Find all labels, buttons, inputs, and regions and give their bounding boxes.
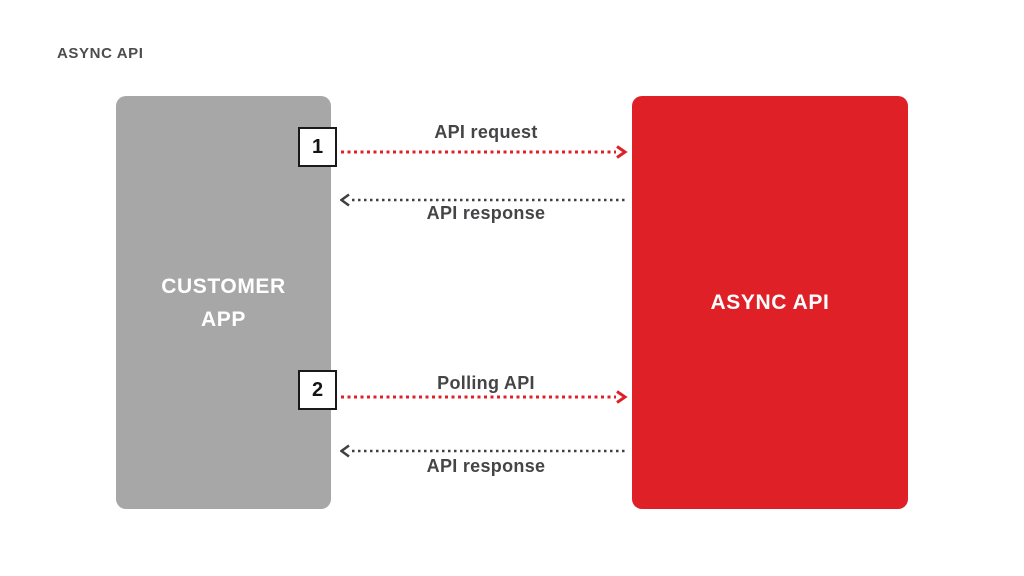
api-response-arrow-left-icon <box>340 193 628 207</box>
api-response-arrow-left-icon-2 <box>340 444 628 458</box>
customer-app-label-line2: APP <box>201 307 246 331</box>
api-response-label-1: API response <box>426 203 546 223</box>
step-2-badge: 2 <box>298 370 337 410</box>
polling-api-arrow-right-icon <box>341 390 628 404</box>
polling-api-label: Polling API <box>437 373 535 393</box>
customer-app-label: CUSTOMER APP <box>161 270 286 336</box>
customer-app-label-line1: CUSTOMER <box>161 274 286 298</box>
diagram-title: ASYNC API <box>57 45 144 62</box>
step-1-badge: 1 <box>298 127 337 167</box>
api-response-label-2: API response <box>426 456 546 476</box>
async-api-label: ASYNC API <box>710 291 830 314</box>
api-request-arrow-right-icon <box>341 145 628 159</box>
api-request-label: API request <box>434 122 538 142</box>
async-api-box: ASYNC API <box>632 96 908 509</box>
customer-app-box: CUSTOMER APP <box>116 96 331 509</box>
